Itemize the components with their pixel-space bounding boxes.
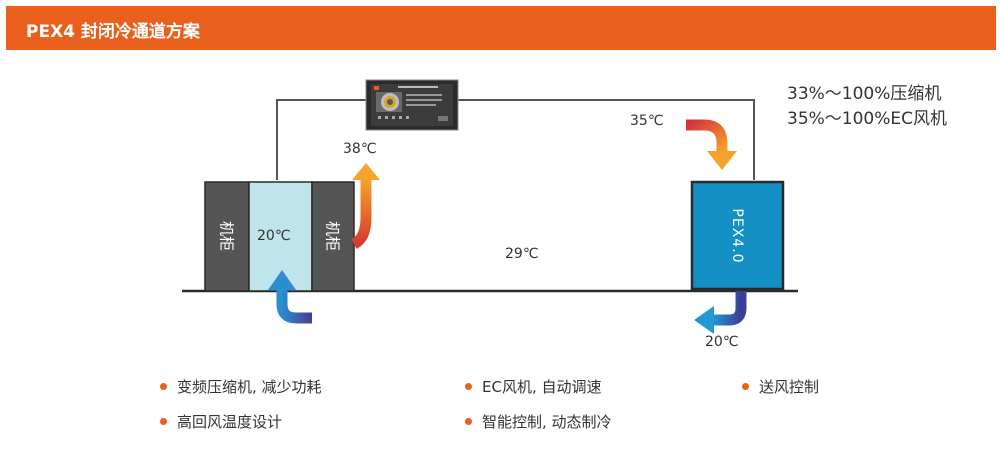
bullet-dot-icon xyxy=(160,383,167,390)
cold-supply-arrow xyxy=(713,291,747,326)
unit-label: PEX4.0 xyxy=(729,208,745,264)
cabinet-right xyxy=(311,181,355,292)
feature-text: 高回风温度设计 xyxy=(177,413,283,431)
duct-line xyxy=(458,99,755,180)
feature-text: 送风控制 xyxy=(759,378,820,396)
pex-unit xyxy=(690,180,785,291)
bullet-dot-icon xyxy=(742,383,749,390)
return-air-arrow xyxy=(686,119,728,152)
feature-item: 变频压缩机, 减少功耗 xyxy=(160,376,322,397)
cold-supply-arrowhead xyxy=(694,306,714,334)
feature-text: EC风机, 自动调速 xyxy=(482,378,602,396)
bullet-dot-icon xyxy=(465,418,472,425)
cold-rise-arrow xyxy=(276,288,312,324)
room-temp: 29℃ xyxy=(505,246,539,262)
return-temp: 35℃ xyxy=(630,113,664,129)
exhaust-temp: 38℃ xyxy=(343,141,377,157)
feature-text: 智能控制, 动态制冷 xyxy=(482,413,612,431)
feature-text: 变频压缩机, 减少功耗 xyxy=(177,378,322,396)
aisle-temp: 20℃ xyxy=(257,228,291,244)
header-bar: PEX4 封闭冷通道方案 xyxy=(6,6,996,50)
cabinet-right-label: 机柜 xyxy=(323,220,342,252)
feature-item: EC风机, 自动调速 xyxy=(465,376,602,397)
bullet-dot-icon xyxy=(465,383,472,390)
hot-exhaust-arrow xyxy=(351,178,372,249)
controller-panel xyxy=(365,79,459,131)
return-air-arrowhead xyxy=(707,151,737,170)
supply-temp: 20℃ xyxy=(705,334,739,350)
page-title: PEX4 封闭冷通道方案 xyxy=(26,22,200,42)
spec-compressor: 33%～100%压缩机 xyxy=(787,84,942,104)
feature-item: 送风控制 xyxy=(742,376,819,397)
bullet-dot-icon xyxy=(160,418,167,425)
feature-item: 智能控制, 动态制冷 xyxy=(465,411,612,432)
cabinet-left-label: 机柜 xyxy=(217,220,236,252)
hot-exhaust-arrowhead xyxy=(352,163,380,180)
spec-fan: 35%～100%EC风机 xyxy=(787,109,947,129)
cold-rise-arrowhead xyxy=(268,270,296,290)
feature-item: 高回风温度设计 xyxy=(160,411,282,432)
duct-line xyxy=(276,99,366,180)
